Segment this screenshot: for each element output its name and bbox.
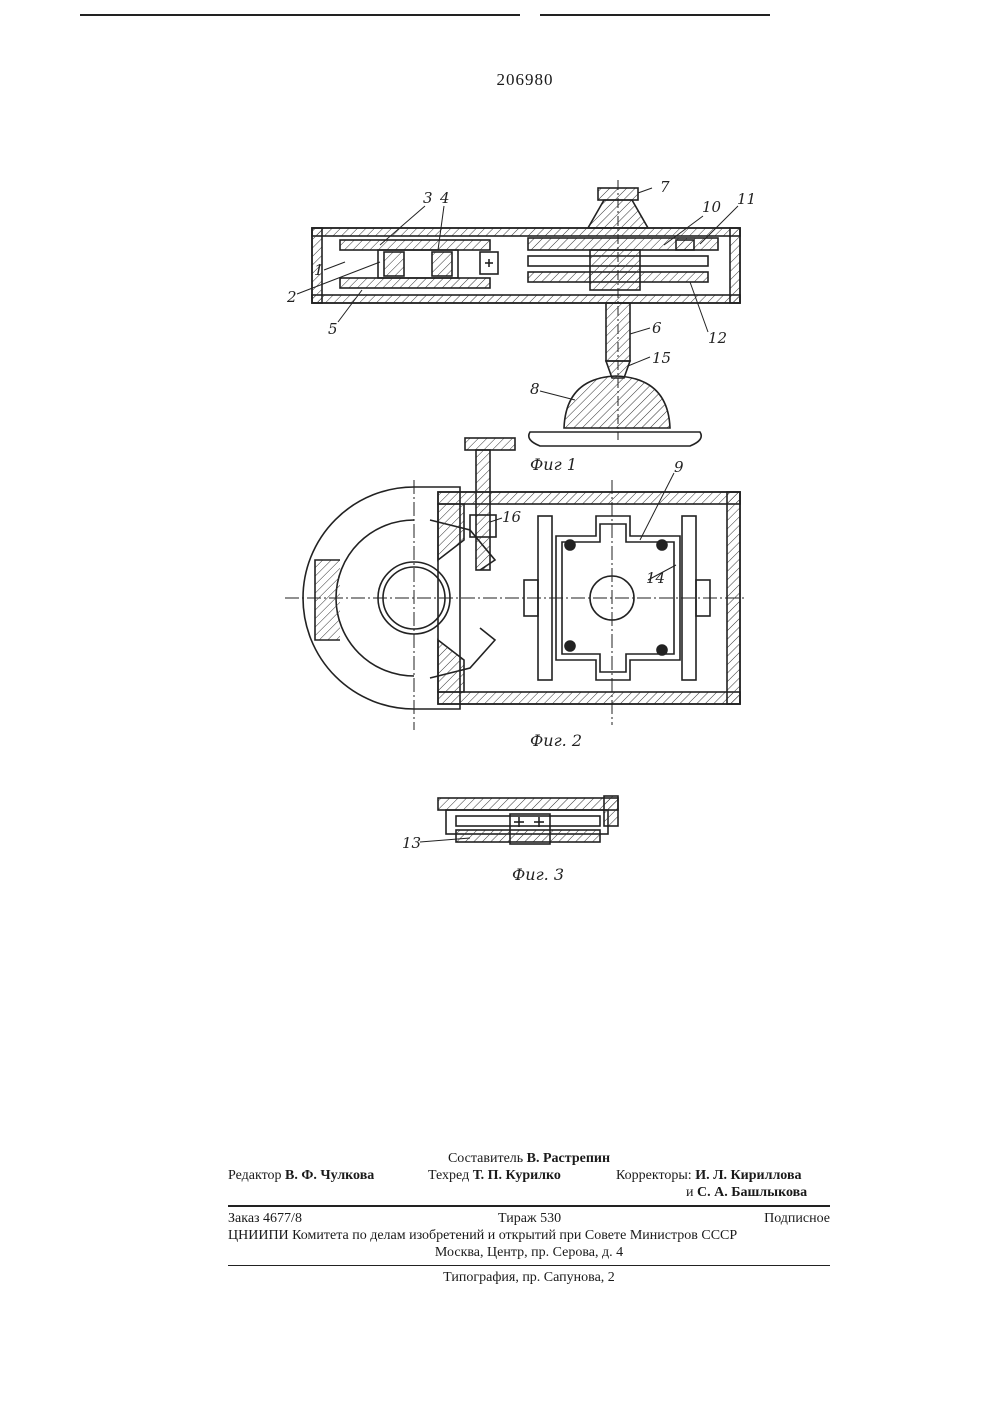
lower-disc (340, 278, 490, 288)
printing-house-row: Типография, пр. Сапунова, 2 (228, 1269, 830, 1286)
gear-3 (384, 252, 404, 276)
figure-1 (297, 180, 740, 446)
order-row: Заказ 4677/8 Тираж 530 Подписное (228, 1210, 830, 1227)
housing-bottom-wall (312, 295, 740, 303)
callout-14: 14 (646, 569, 665, 587)
figure-1-caption: Фиг 1 (530, 455, 577, 474)
callout-13: 13 (402, 834, 421, 852)
callout-7: 7 (660, 178, 670, 196)
address-row: Москва, Центр, пр. Серова, д. 4 (228, 1244, 830, 1261)
figure-3 (420, 796, 618, 844)
callout-11: 11 (737, 190, 756, 208)
imprint-rule-2 (228, 1265, 830, 1267)
callout-12: 12 (708, 329, 727, 347)
technical-drawing: 3 4 7 10 11 1 2 5 6 12 15 8 Фиг 1 (0, 0, 1000, 1140)
imprint-block: Составитель В. Растрепин Редактор В. Ф. … (228, 1150, 830, 1286)
callout-15: 15 (652, 349, 671, 367)
stem-6 (606, 303, 630, 361)
workpiece-base (529, 432, 702, 446)
figure-3-caption: Фиг. 3 (512, 865, 564, 884)
callout-4: 4 (439, 189, 450, 207)
housing-top-wall (312, 228, 740, 236)
callout-2: 2 (286, 288, 297, 306)
compiler-row: Составитель В. Растрепин (228, 1150, 830, 1167)
callout-3: 3 (423, 189, 433, 207)
fig3-top-plate (438, 798, 618, 810)
worm-shaft-16 (476, 450, 490, 570)
imprint-rule-1 (228, 1205, 830, 1207)
credits-row: Редактор В. Ф. Чулкова Техред Т. П. Кури… (228, 1167, 830, 1184)
callout-9: 9 (674, 458, 684, 476)
institute-row: ЦНИИПИ Комитета по делам изобретений и о… (228, 1227, 830, 1244)
plate-11 (676, 240, 694, 250)
figure-2-caption: Фиг. 2 (530, 731, 582, 750)
housing-right-wall (730, 228, 740, 303)
callout-8: 8 (530, 380, 540, 398)
callout-10: 10 (702, 198, 722, 216)
worm-knob (465, 438, 515, 450)
callout-5: 5 (328, 320, 338, 338)
callout-16: 16 (502, 508, 522, 526)
central-hub (590, 250, 640, 290)
gear-4 (432, 252, 452, 276)
upper-disc (340, 240, 490, 250)
callout-6: 6 (652, 319, 662, 337)
figure-2 (285, 438, 745, 730)
workpiece-8 (564, 376, 670, 428)
callout-1: 1 (314, 261, 324, 279)
corrector-2-row: и С. А. Башлыкова (228, 1184, 830, 1201)
